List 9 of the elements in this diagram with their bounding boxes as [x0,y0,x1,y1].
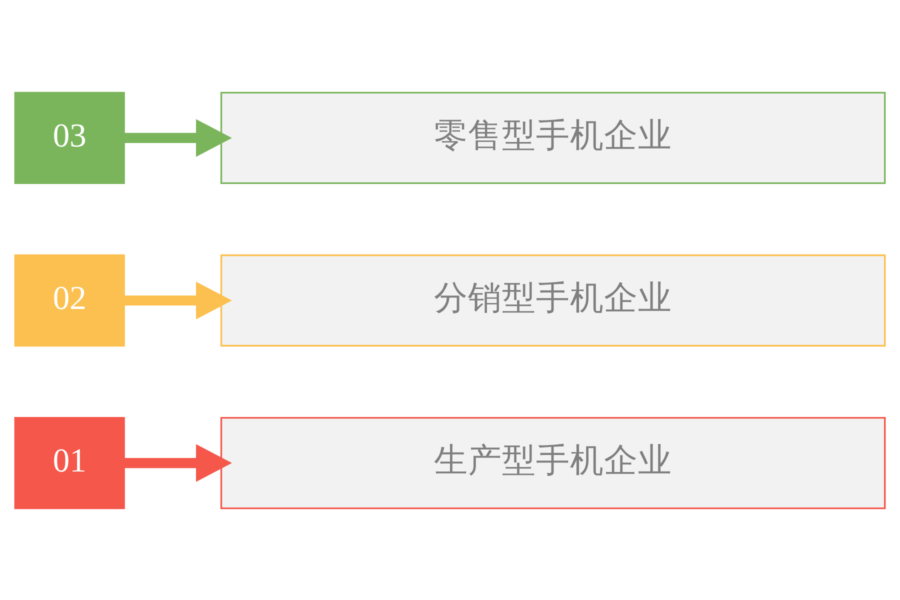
node-box: 生产型手机企业 [220,416,886,509]
node-box: 02 [14,254,125,346]
node-box: 零售型手机企业 [220,91,886,184]
node-box: 03 [14,91,125,184]
node-box: 分销型手机企业 [220,254,886,346]
arrow [124,281,232,319]
arrow [124,444,232,482]
arrow [124,118,232,156]
node-box: 01 [14,416,125,509]
